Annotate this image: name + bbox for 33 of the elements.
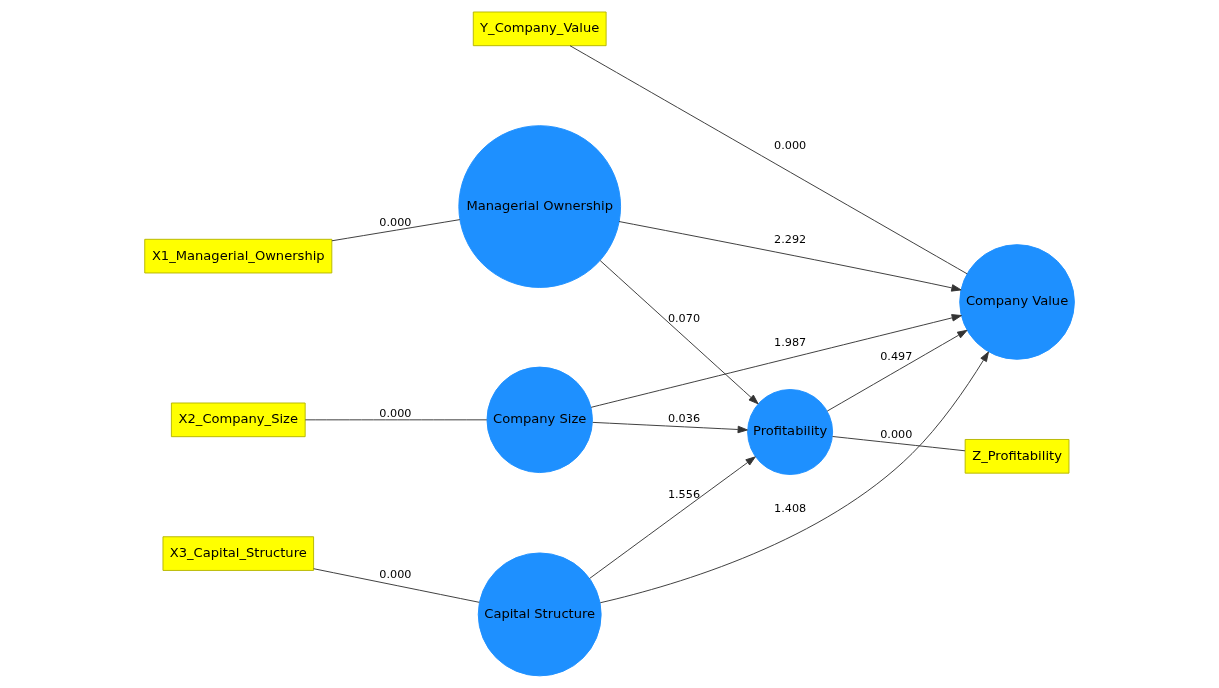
connector [569, 45, 968, 275]
arrow [599, 260, 759, 405]
edge-label: 1.987 [774, 335, 807, 349]
edge-label: 0.000 [379, 568, 412, 582]
node-box: Z_Profitability [964, 439, 1070, 474]
edge-label: 0.000 [379, 406, 412, 420]
arrow [592, 421, 748, 434]
connector [331, 219, 461, 242]
node-box: X2_Company_Size [170, 402, 306, 438]
node-box: Y_Company_Value [472, 11, 607, 47]
edge-label: 0.497 [880, 349, 913, 363]
node-box: X3_Capital_Structure [162, 536, 315, 571]
edge-label: 1.556 [667, 488, 701, 502]
edge-label: 0.036 [667, 412, 701, 426]
arrow [599, 351, 989, 604]
node-circle: Managerial Ownership [458, 125, 622, 288]
connector [304, 419, 488, 421]
arrow [826, 329, 968, 412]
arrow [590, 314, 962, 408]
edge-label: 0.070 [667, 312, 701, 326]
edge-label: 0.000 [774, 139, 807, 153]
connector [832, 436, 966, 452]
edge-label: 1.408 [774, 502, 807, 516]
arrow [589, 456, 756, 579]
edge-label: 0.000 [880, 428, 913, 442]
connector [313, 568, 480, 603]
arrow [618, 221, 962, 292]
edge-label: 2.292 [774, 232, 807, 246]
node-circle: Company Size [486, 366, 593, 474]
edge-label: 0.000 [379, 215, 412, 229]
node-box: X1_Managerial_Ownership [144, 238, 333, 274]
node-circle: Company Value [959, 244, 1075, 360]
node-circle: Capital Structure [477, 552, 602, 677]
